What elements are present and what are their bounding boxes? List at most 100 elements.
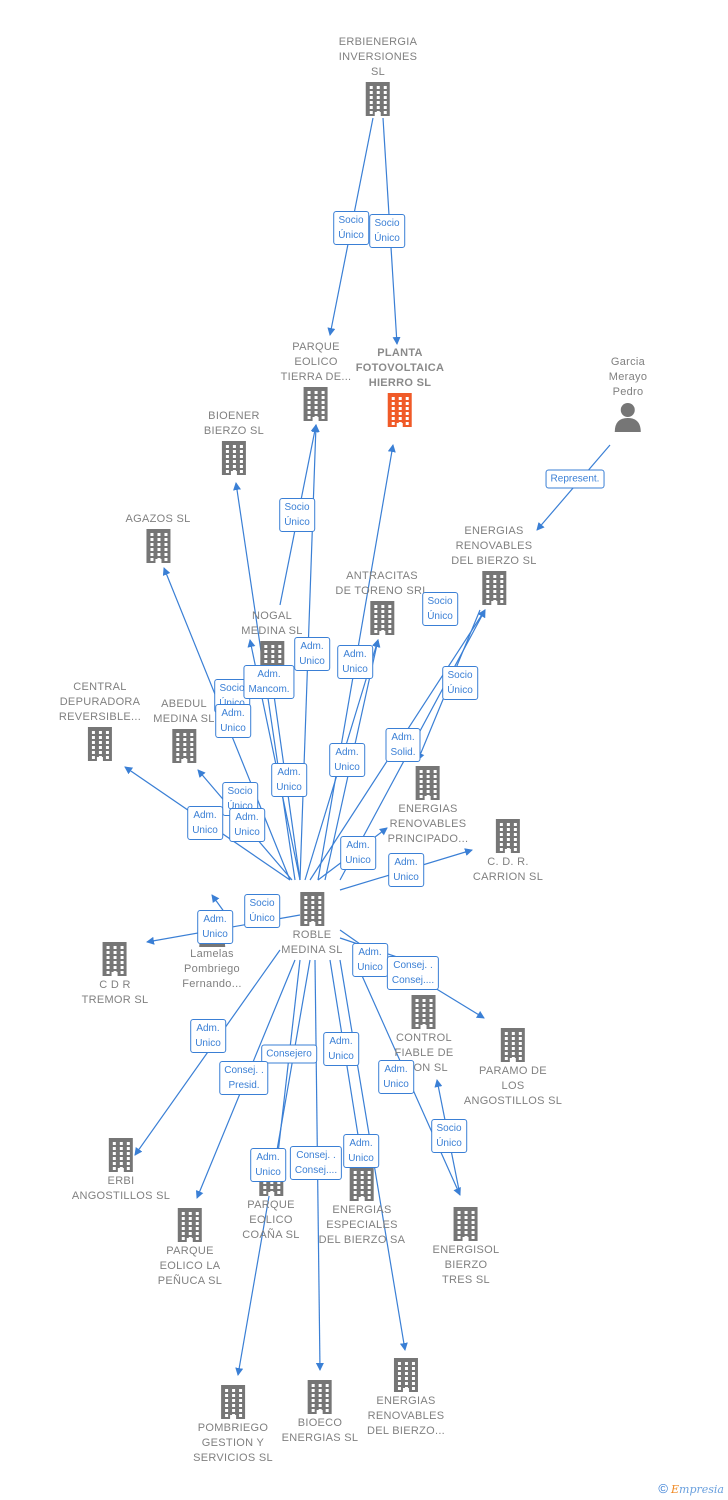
- node-abedul[interactable]: ABEDUL MEDINA SL: [153, 697, 214, 765]
- node-energias-especiales[interactable]: ENERGIAS ESPECIALES DEL BIERZO SA: [319, 1165, 406, 1248]
- building-icon: [367, 1356, 445, 1394]
- edge-label[interactable]: Adm. Unico: [294, 637, 330, 671]
- node-label: C. D. R. CARRION SL: [472, 856, 544, 883]
- node-planta[interactable]: PLANTA FOTOVOLTAICA HIERRO SL: [356, 346, 445, 429]
- node-bioener[interactable]: BIOENER BIERZO SL: [204, 409, 264, 477]
- node-pombriego[interactable]: POMBRIEGO GESTION Y SERVICIOS SL: [193, 1383, 273, 1466]
- node-energias-bierzo[interactable]: ENERGIAS RENOVABLES DEL BIERZO SL: [451, 524, 536, 607]
- node-central[interactable]: CENTRAL DEPURADORA REVERSIBLE...: [59, 680, 141, 763]
- node-parque-penuca[interactable]: PARQUE EOLICO LA PEÑUCA SL: [158, 1206, 222, 1289]
- building-icon: [204, 439, 264, 477]
- node-label: ENERGIAS RENOVABLES DEL BIERZO SL: [451, 525, 537, 567]
- person-icon: [609, 400, 647, 432]
- node-label: ABEDUL MEDINA SL: [153, 698, 215, 725]
- edge-label[interactable]: Adm. Unico: [352, 943, 388, 977]
- edge-label[interactable]: Consejero: [261, 1044, 317, 1064]
- node-antracitas[interactable]: ANTRACITAS DE TORENO SRL: [335, 569, 428, 637]
- edge-label[interactable]: Socio Único: [369, 214, 405, 248]
- node-erbi-ang[interactable]: ERBI ANGOSTILLOS SL: [72, 1136, 170, 1204]
- footer-brand: © Empresia: [658, 1481, 724, 1496]
- edge-label[interactable]: Adm. Unico: [271, 763, 307, 797]
- node-cdr-carrion[interactable]: C. D. R. CARRION SL: [473, 817, 543, 885]
- node-erbienergia[interactable]: ERBIENERGIA INVERSIONES SL: [339, 35, 418, 118]
- edge-label[interactable]: Adm. Unico: [187, 806, 223, 840]
- node-label: PARQUE EOLICO COAÑA SL: [242, 1199, 300, 1241]
- node-energias-principado[interactable]: ENERGIAS RENOVABLES PRINCIPADO...: [388, 764, 469, 847]
- node-cdr-tremor[interactable]: C D R TREMOR SL: [82, 940, 149, 1008]
- node-label: ERBI ANGOSTILLOS SL: [71, 1175, 171, 1202]
- edge-label[interactable]: Adm. Solid.: [385, 728, 421, 762]
- edge-label[interactable]: Adm. Unico: [250, 1148, 286, 1182]
- building-icon: [153, 727, 214, 765]
- edge-line: [429, 984, 485, 1019]
- edge-label[interactable]: Represent.: [545, 469, 605, 489]
- edge-label[interactable]: Adm. Unico: [197, 910, 233, 944]
- node-label: POMBRIEGO GESTION Y SERVICIOS SL: [193, 1422, 273, 1464]
- edge-label[interactable]: Adm. Unico: [215, 704, 251, 738]
- node-label: BIOENER BIERZO SL: [203, 410, 265, 437]
- node-label: ANTRACITAS DE TORENO SRL: [335, 570, 429, 597]
- node-label: CENTRAL DEPURADORA REVERSIBLE...: [58, 681, 142, 723]
- node-label: PLANTA FOTOVOLTAICA HIERRO SL: [355, 347, 445, 389]
- node-label: BIOECO ENERGIAS SL: [281, 1417, 359, 1444]
- building-icon: [464, 1026, 562, 1064]
- building-icon: [281, 385, 352, 423]
- node-control[interactable]: CONTROL FIABLE DE ...ION SL: [395, 993, 454, 1076]
- node-garcia[interactable]: Garcia Merayo Pedro: [609, 355, 647, 432]
- node-label: ROBLE MEDINA SL: [281, 929, 343, 956]
- edge-label[interactable]: Adm. Unico: [378, 1060, 414, 1094]
- node-energisol[interactable]: ENERGISOL BIERZO TRES SL: [433, 1205, 500, 1288]
- node-label: AGAZOS SL: [125, 513, 191, 525]
- brand-logo: Empresia: [671, 1483, 724, 1496]
- edge-label[interactable]: Adm. Unico: [329, 743, 365, 777]
- node-label: ENERGISOL BIERZO TRES SL: [432, 1244, 500, 1286]
- building-icon: [72, 1136, 170, 1174]
- building-icon: [125, 527, 190, 565]
- node-label: Garcia Merayo Pedro: [608, 356, 648, 398]
- edge-label[interactable]: Socio Único: [333, 211, 369, 245]
- building-icon: [388, 764, 469, 802]
- building-icon: [82, 940, 149, 978]
- edge-label[interactable]: Adm. Unico: [190, 1019, 226, 1053]
- edge-label[interactable]: Consej. . Consej....: [386, 956, 440, 990]
- building-icon: [59, 725, 141, 763]
- edge-label[interactable]: Socio Único: [442, 666, 478, 700]
- edge-label[interactable]: Socio Único: [431, 1119, 467, 1153]
- edge-label[interactable]: Socio Único: [244, 894, 280, 928]
- edge-label[interactable]: Adm. Unico: [388, 853, 424, 887]
- node-roble[interactable]: ROBLE MEDINA SL: [281, 890, 342, 958]
- building-icon: [339, 80, 418, 118]
- edge-label[interactable]: Adm. Unico: [340, 836, 376, 870]
- building-icon: [281, 890, 342, 928]
- edge-label[interactable]: Adm. Unico: [337, 645, 373, 679]
- edge-label[interactable]: Consej. . Presid.: [219, 1061, 269, 1095]
- building-icon: [473, 817, 543, 855]
- node-label: ENERGIAS RENOVABLES DEL BIERZO...: [366, 1395, 446, 1437]
- node-label: CONTROL FIABLE DE ...ION SL: [394, 1032, 454, 1074]
- node-label: ENERGIAS RENOVABLES PRINCIPADO...: [387, 803, 469, 845]
- building-icon: [395, 993, 454, 1031]
- node-label: PARQUE EOLICO LA PEÑUCA SL: [157, 1245, 223, 1287]
- building-icon: [335, 599, 428, 637]
- edge-label[interactable]: Socio Único: [422, 592, 458, 626]
- building-icon: [282, 1378, 359, 1416]
- node-label: ERBIENERGIA INVERSIONES SL: [338, 36, 418, 78]
- node-label: ENERGIAS ESPECIALES DEL BIERZO SA: [318, 1204, 406, 1246]
- edge-label[interactable]: Adm. Unico: [343, 1134, 379, 1168]
- node-label: C D R TREMOR SL: [81, 979, 149, 1006]
- edge-label[interactable]: Consej. . Consej....: [289, 1146, 343, 1180]
- node-bioeco[interactable]: BIOECO ENERGIAS SL: [282, 1378, 359, 1446]
- edge-label[interactable]: Socio Único: [279, 498, 315, 532]
- building-icon: [158, 1206, 222, 1244]
- node-paramo[interactable]: PARAMO DE LOS ANGOSTILLOS SL: [464, 1026, 562, 1109]
- node-agazos[interactable]: AGAZOS SL: [125, 512, 190, 565]
- node-label: Lamelas Pombriego Fernando...: [182, 948, 242, 990]
- node-parque-tierra[interactable]: PARQUE EOLICO TIERRA DE...: [281, 340, 352, 423]
- node-label: PARAMO DE LOS ANGOSTILLOS SL: [463, 1065, 563, 1107]
- edge-label[interactable]: Adm. Mancom.: [243, 665, 295, 699]
- edge-label[interactable]: Adm. Unico: [323, 1032, 359, 1066]
- node-label: NOGAL MEDINA SL: [241, 610, 303, 637]
- copyright-icon: ©: [658, 1481, 668, 1496]
- node-energias-bierzo2[interactable]: ENERGIAS RENOVABLES DEL BIERZO...: [367, 1356, 445, 1439]
- edge-label[interactable]: Adm. Unico: [229, 808, 265, 842]
